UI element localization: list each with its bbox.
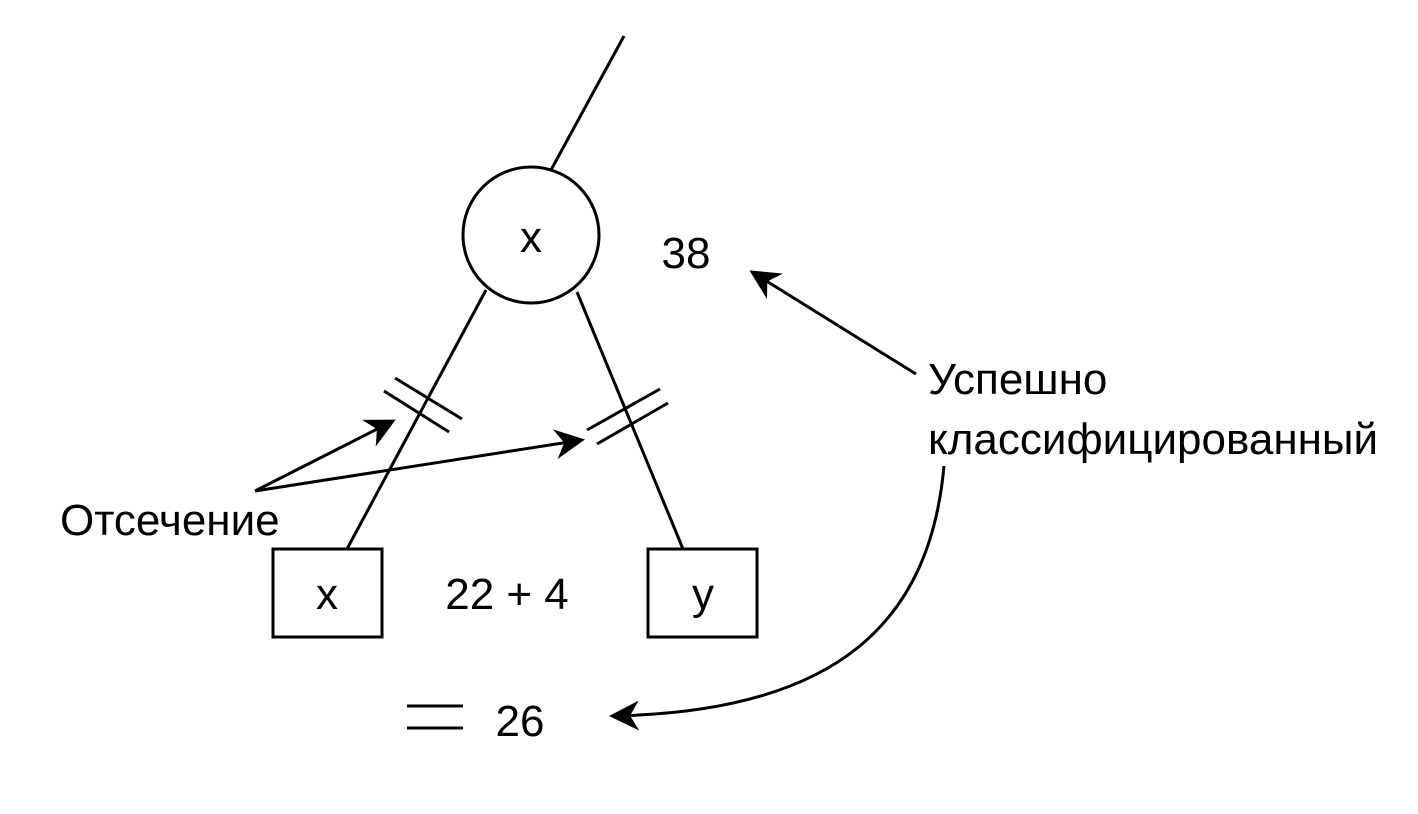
pruning-label: Отсечение bbox=[60, 496, 280, 545]
classified-label-line1: Успешно bbox=[928, 355, 1107, 404]
left-leaf-label: x bbox=[316, 570, 338, 619]
total-count: 26 bbox=[496, 697, 545, 746]
left-branch bbox=[345, 289, 488, 550]
root-node-label: x bbox=[520, 213, 542, 262]
right-leaf-label: y bbox=[692, 570, 714, 619]
root-node: x bbox=[461, 165, 601, 305]
classified-label-line2: классифицированный bbox=[928, 415, 1378, 464]
left-leaf: x bbox=[271, 547, 384, 639]
pruning-arrow-right bbox=[254, 429, 585, 493]
classified-arrow-to-total bbox=[609, 465, 946, 731]
right-leaf-box bbox=[646, 547, 759, 639]
left-leaf-box bbox=[271, 547, 384, 639]
root-node-circle bbox=[461, 165, 601, 305]
right-branch bbox=[575, 291, 685, 550]
pruning-arrow-left bbox=[254, 419, 396, 493]
left-prune-mark bbox=[383, 376, 463, 434]
right-prune-mark bbox=[586, 387, 669, 446]
root-count: 38 bbox=[662, 229, 711, 278]
classified-arrow-to-root-count bbox=[749, 270, 917, 376]
parent-edge bbox=[549, 35, 626, 171]
leaf-sum: 22 + 4 bbox=[445, 570, 569, 619]
equals-sign bbox=[407, 704, 463, 730]
right-leaf: y bbox=[646, 547, 759, 639]
